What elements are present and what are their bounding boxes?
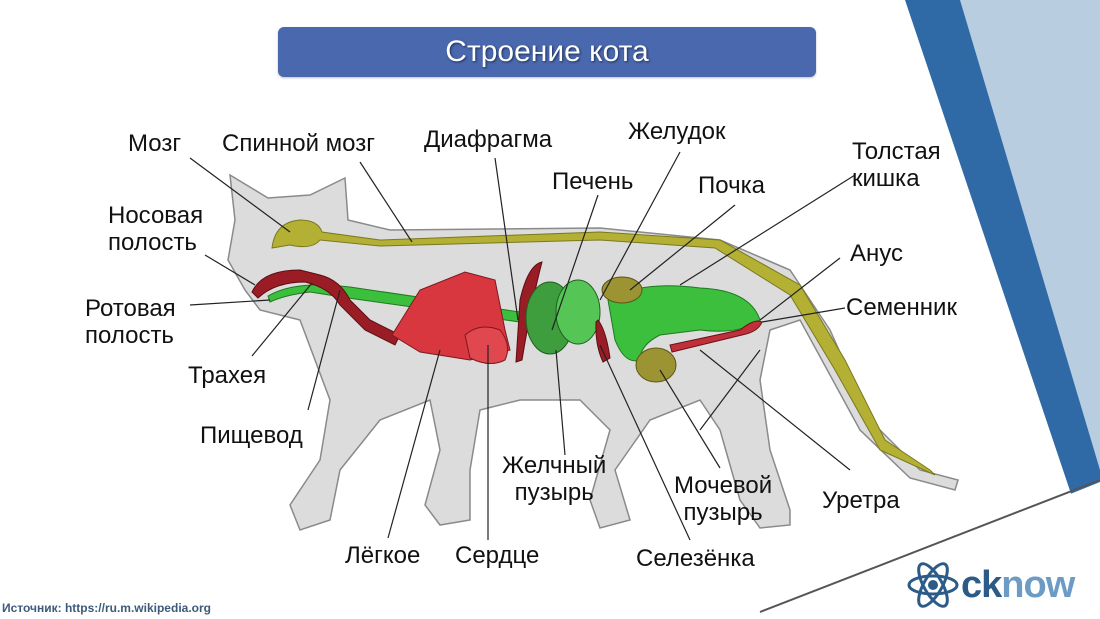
label-nasal-cavity-line2: полость — [108, 229, 197, 256]
label-bladder: Мочевой пузырь — [674, 472, 772, 526]
label-heart: Сердце — [455, 542, 540, 569]
label-brain: Мозг — [128, 130, 182, 157]
cat-body — [227, 173, 959, 531]
label-spleen: Селезёнка — [636, 545, 755, 572]
testis — [669, 320, 763, 353]
label-liver: Печень — [552, 168, 634, 195]
source-credit: Источник: https://ru.m.wikipedia.org — [2, 601, 211, 615]
label-anus: Анус — [850, 240, 903, 267]
label-kidney: Почка — [698, 172, 765, 199]
logo-text-now: now — [1001, 563, 1075, 606]
label-nasal-cavity: Носовая полость — [108, 202, 203, 256]
atom-icon — [907, 562, 959, 608]
label-gallbladder-line1: Желчный — [502, 452, 607, 479]
label-trachea: Трахея — [188, 362, 267, 389]
label-bladder-line1: Мочевой — [674, 472, 773, 499]
label-diaphragm: Диафрагма — [424, 126, 553, 153]
label-gallbladder-line2: пузырь — [514, 479, 594, 506]
heart — [464, 326, 509, 364]
label-bladder-line2: пузырь — [683, 499, 763, 526]
label-nasal-cavity-line1: Носовая — [108, 202, 204, 229]
label-large-intestine-line1: Толстая — [852, 138, 941, 165]
label-oral-cavity-line1: Ротовая — [85, 295, 176, 322]
kidney — [601, 276, 643, 304]
label-stomach: Желудок — [628, 118, 726, 145]
stomach — [555, 279, 601, 345]
label-oral-cavity: Ротовая полость — [85, 295, 176, 349]
label-urethra: Уретра — [822, 487, 900, 514]
label-large-intestine: Толстая кишка — [852, 138, 941, 192]
bladder — [635, 347, 677, 383]
label-esophagus: Пищевод — [200, 422, 303, 449]
label-testis: Семенник — [846, 294, 957, 321]
label-oral-cavity-line2: полость — [85, 322, 174, 349]
page-title: Строение кота — [445, 35, 649, 68]
esophagus — [251, 269, 401, 346]
logo-text-ck: ck — [961, 563, 1002, 606]
label-large-intestine-line2: кишка — [852, 165, 920, 192]
label-spinal-cord: Спинной мозг — [222, 130, 375, 157]
label-gallbladder: Желчный пузырь — [502, 452, 606, 506]
title-banner: Строение кота — [278, 27, 816, 77]
label-lung: Лёгкое — [345, 542, 421, 569]
spleen — [595, 319, 611, 363]
page-edge — [759, 479, 1100, 613]
spinal-cord — [271, 219, 936, 476]
dark-blue-stripe — [905, 0, 1100, 580]
leader-lines — [189, 151, 856, 541]
